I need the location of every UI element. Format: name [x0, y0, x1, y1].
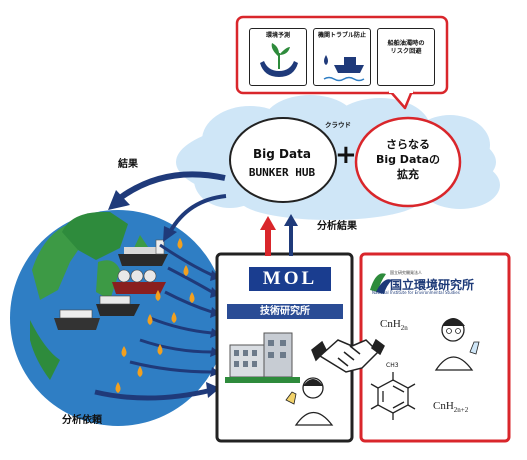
ship-bulk-carrier [112, 269, 166, 294]
oil-drop-icons [115, 238, 195, 393]
ship-lng [96, 295, 140, 316]
mol-researcher [285, 377, 334, 426]
formula-alkene-sub: 2n [400, 324, 408, 333]
expansion-circle [354, 116, 462, 208]
formula-alkane-base: CnH [433, 400, 454, 412]
nies-researcher [434, 318, 480, 371]
formula-alkene: CnH2n [380, 318, 408, 332]
result-label: 結果 [118, 159, 138, 170]
nies-name: 国立環境研究所 [390, 278, 475, 292]
expansion-line-3: 拡充 [397, 168, 419, 181]
formula-alkane-sub: 2n+2 [453, 406, 469, 415]
sample-flow-arrows [129, 243, 213, 374]
bunker-hub-label: BUNKER HUB [248, 166, 316, 179]
ship-tanker [118, 239, 168, 266]
benefit-oil-spill-risk-avoidance: 船舶油濁時の リスク回避 [377, 28, 435, 86]
nies-logo-mark [370, 273, 392, 294]
nies-english-name: National Institute for Environmental Stu… [372, 290, 460, 295]
analysis-result-label: 分析結果 [317, 221, 357, 232]
benzene-ring [370, 372, 416, 420]
benefit-label-engine: 機関トラブル防止 [317, 32, 366, 39]
expansion-line-2: Big Dataの [375, 153, 441, 166]
ship-ferry [54, 309, 100, 330]
formula-alkane: CnH2n+2 [433, 400, 468, 414]
mol-lab-name: 技術研究所 [227, 304, 343, 319]
benefit-environment-forecast: 環境予測 [249, 28, 307, 86]
ship-oil-drop-icon [323, 55, 365, 82]
hands-plant-icon [260, 43, 298, 77]
globe [10, 210, 226, 426]
mol-logo: MOL [249, 267, 331, 291]
analysis-request-arrow [94, 382, 220, 401]
lab-building [225, 332, 300, 383]
formula-alkene-base: CnH [380, 318, 401, 330]
result-arrow [108, 171, 227, 242]
data-upload-arrows [260, 214, 298, 256]
big-data-title: Big Data [253, 147, 311, 161]
cloud-label: クラウド [325, 121, 351, 129]
nies-small-label: 国立研究開発法人 [390, 270, 422, 275]
plus-sign: + [335, 140, 357, 170]
analysis-request-label: 分析依頼 [62, 415, 102, 426]
big-data-circle [229, 117, 337, 203]
benefit-engine-trouble-prevention: 機関トラブル防止 [313, 28, 371, 86]
expansion-line-1: さらなる [386, 138, 430, 151]
benzene-methyl-label: CH3 [386, 362, 399, 369]
handshake-icon [311, 338, 385, 373]
benefit-label-risk: 船舶油濁時の リスク回避 [387, 40, 425, 55]
benefit-label-environment: 環境予測 [265, 32, 290, 39]
